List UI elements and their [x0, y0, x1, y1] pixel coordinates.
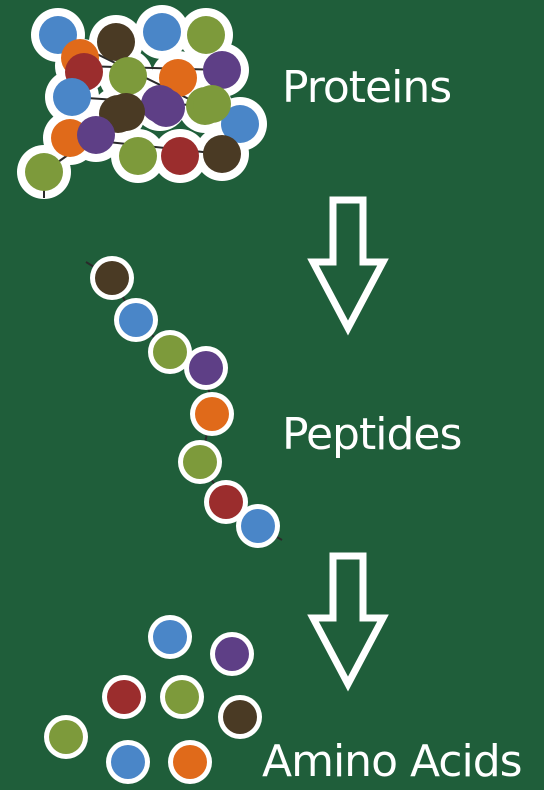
bead-purple: [203, 51, 241, 89]
bead-blue: [241, 509, 275, 543]
bead-red: [209, 485, 243, 519]
peptide-chain: [86, 256, 282, 548]
bead-blue: [111, 745, 145, 779]
proteins-label: Proteins: [282, 66, 451, 110]
bead-dark-brown: [97, 23, 135, 61]
bead-purple: [147, 89, 185, 127]
bead-green: [25, 153, 63, 191]
bead-dark-brown: [95, 261, 129, 295]
bead-red: [161, 137, 199, 175]
bead-green: [193, 85, 231, 123]
arrow-down-icon: [313, 200, 383, 328]
peptides-label: Peptides: [282, 413, 461, 457]
bead-green: [165, 680, 199, 714]
bead-green: [187, 16, 225, 54]
amino-acids-label: Amino Acids: [262, 740, 522, 784]
bead-dark-brown: [203, 135, 241, 173]
bead-dark-brown: [223, 700, 257, 734]
bead-red: [107, 680, 141, 714]
bead-purple: [189, 351, 223, 385]
bead-dark-brown: [107, 93, 145, 131]
bead-blue: [153, 620, 187, 654]
bead-purple: [215, 637, 249, 671]
protein-structure: [17, 5, 267, 199]
bead-blue: [119, 303, 153, 337]
bead-green: [49, 720, 83, 754]
bead-green: [153, 335, 187, 369]
bead-green: [119, 137, 157, 175]
bead-orange: [173, 745, 207, 779]
bead-green: [109, 57, 147, 95]
amino-acid-cluster: [44, 615, 262, 784]
bead-blue: [143, 13, 181, 51]
bead-blue: [53, 78, 91, 116]
arrow-down-icon: [313, 556, 383, 684]
bead-green: [183, 445, 217, 479]
bead-purple: [77, 116, 115, 154]
bead-orange: [195, 397, 229, 431]
